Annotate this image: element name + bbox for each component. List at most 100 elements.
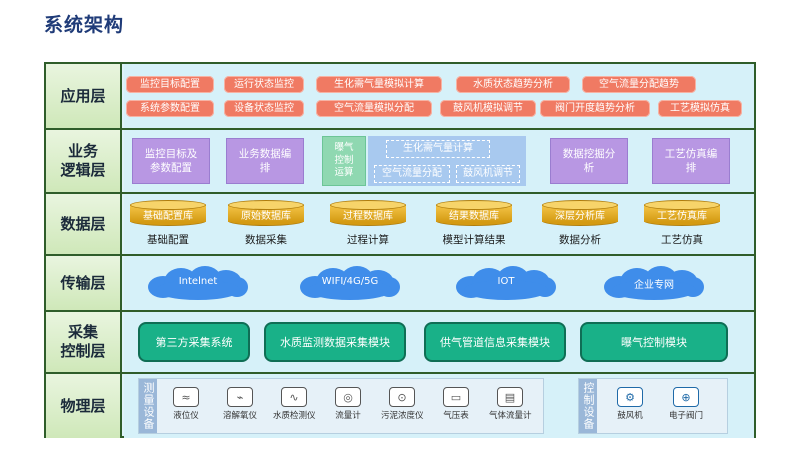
- network-cloud: IOT: [456, 266, 556, 300]
- database-name: 结果数据库: [449, 211, 499, 222]
- measure-panel: 测量设备 ≈液位仪 ⌁ 溶解氧仪 ∿ 水质检测仪 ◎ 流量计 ⊙污泥浓度仪 ▭ 气压表 ▤ 气体流量计: [138, 378, 544, 434]
- aeration-calc-group: 生化需气量计算 空气流量分配 鼓风机调节: [368, 136, 526, 186]
- network-label: 企业专网: [634, 280, 674, 291]
- app-item: 空气流量分配趋势: [582, 76, 696, 93]
- database-cylinder: 过程数据库: [330, 200, 406, 226]
- aeration-control-box: 曝气 控制 运算: [322, 136, 366, 186]
- airflow-allocation: 空气流量分配: [374, 165, 450, 183]
- database-caption: 数据采集: [245, 234, 287, 246]
- collect-content: 第三方采集系统 水质监测数据采集模块 供气管道信息采集模块 曝气控制模块: [124, 312, 754, 372]
- device-name: 电子阀门: [668, 411, 703, 421]
- app-content: 监控目标配置 运行状态监控 生化需气量模拟计算 水质状态趋势分析 空气流量分配趋…: [124, 64, 754, 128]
- app-item: 生化需气量模拟计算: [316, 76, 442, 93]
- app-item: 运行状态监控: [224, 76, 304, 93]
- layer-logic: 业务 逻辑层 监控目标及 参数配置 业务数据编 排 曝气 控制 运算 生化需气量…: [46, 130, 754, 192]
- measure-device: ◎ 流量计: [327, 387, 369, 421]
- logic-config-box: 监控目标及 参数配置: [132, 138, 210, 184]
- network-cloud: 企业专网: [604, 266, 704, 300]
- process-simulation-box: 工艺仿真编 排: [652, 138, 730, 184]
- measure-device: ⌁ 溶解氧仪: [219, 387, 261, 421]
- database-caption: 模型计算结果: [442, 234, 506, 246]
- network-cloud: Intelnet: [148, 266, 248, 300]
- network-label: IOT: [497, 276, 515, 287]
- measure-device: ⊙污泥浓度仪: [381, 387, 424, 421]
- device-icon: ▭: [443, 387, 469, 407]
- module-aeration-control: 曝气控制模块: [580, 322, 728, 362]
- app-item: 空气流量模拟分配: [316, 100, 432, 117]
- page-title: 系统架构: [44, 14, 125, 36]
- layer-app: 应用层 监控目标配置 运行状态监控 生化需气量模拟计算 水质状态趋势分析 空气流…: [46, 64, 754, 128]
- device-name: 溶解氧仪: [222, 411, 257, 421]
- device-name: 液位仪: [173, 411, 199, 421]
- device-name: 水质检测仪: [273, 411, 316, 421]
- measure-device: ▤ 气体流量计: [489, 387, 532, 421]
- app-item: 监控目标配置: [126, 76, 214, 93]
- blower-adjustment: 鼓风机调节: [456, 165, 520, 183]
- separator: [46, 310, 754, 312]
- device-icon: ⊙: [389, 387, 415, 407]
- database-caption: 数据分析: [559, 234, 601, 246]
- logic-content: 监控目标及 参数配置 业务数据编 排 曝气 控制 运算 生化需气量计算 空气流量…: [124, 130, 754, 192]
- separator: [46, 128, 754, 130]
- architecture-frame: 应用层 监控目标配置 运行状态监控 生化需气量模拟计算 水质状态趋势分析 空气流…: [44, 62, 756, 438]
- app-item: 阀门开度趋势分析: [540, 100, 650, 117]
- data-content: 基础配置库基础配置 原始数据库数据采集 过程数据库过程计算 结果数据库模型计算结果 深层…: [124, 194, 754, 254]
- database-caption: 基础配置: [147, 234, 189, 246]
- oxygen-demand-calc: 生化需气量计算: [386, 140, 490, 158]
- device-icon: ∿: [281, 387, 307, 407]
- module-water-quality: 水质监测数据采集模块: [264, 322, 406, 362]
- app-item: 系统参数配置: [126, 100, 214, 117]
- device-icon: ⊕: [673, 387, 699, 407]
- database-name: 深层分析库: [555, 211, 605, 222]
- device-icon: ⌁: [227, 387, 253, 407]
- network-label: Intelnet: [178, 276, 218, 287]
- separator: [46, 254, 754, 256]
- device-icon: ▤: [497, 387, 523, 407]
- logic-orchestration-box: 业务数据编 排: [226, 138, 304, 184]
- database-caption: 过程计算: [347, 234, 389, 246]
- device-name: 气体流量计: [489, 411, 532, 421]
- separator: [46, 372, 754, 374]
- device-icon: ⚙: [617, 387, 643, 407]
- layer-label-transport: 传输层: [46, 256, 122, 310]
- measure-device: ≈液位仪: [165, 387, 207, 421]
- app-item: 鼓风机模拟调节: [440, 100, 536, 117]
- database-cylinder: 结果数据库: [436, 200, 512, 226]
- measure-device: ▭ 气压表: [435, 387, 477, 421]
- control-panel: 控制设备 ⚙ 鼓风机 ⊕ 电子阀门: [578, 378, 728, 434]
- measure-devices-tag: 测量设备: [139, 379, 157, 433]
- layer-label-collect: 采集 控制层: [46, 312, 122, 372]
- app-item: 水质状态趋势分析: [456, 76, 570, 93]
- control-device: ⊕ 电子阀门: [665, 387, 707, 421]
- database-cylinder: 深层分析库: [542, 200, 618, 226]
- database-name: 原始数据库: [241, 211, 291, 222]
- layer-data: 数据层 基础配置库基础配置 原始数据库数据采集 过程数据库过程计算 结果数据库模型计算…: [46, 194, 754, 254]
- app-item: 设备状态监控: [224, 100, 304, 117]
- device-name: 鼓风机: [617, 411, 643, 421]
- device-icon: ◎: [335, 387, 361, 407]
- physical-content: 测量设备 ≈液位仪 ⌁ 溶解氧仪 ∿ 水质检测仪 ◎ 流量计 ⊙污泥浓度仪 ▭ 气压表 ▤ 气体流量计…: [124, 374, 754, 438]
- layer-collect: 采集 控制层 第三方采集系统 水质监测数据采集模块 供气管道信息采集模块 曝气控…: [46, 312, 754, 372]
- network-label: WIFI/4G/5G: [321, 276, 379, 287]
- measure-device: ∿ 水质检测仪: [273, 387, 316, 421]
- module-third-party: 第三方采集系统: [138, 322, 250, 362]
- layer-label-app: 应用层: [46, 64, 122, 128]
- control-device: ⚙ 鼓风机: [609, 387, 651, 421]
- layer-transport: 传输层 Intelnet WIFI/4G/5G IOT 企业专网: [46, 256, 754, 310]
- database-caption: 工艺仿真: [661, 234, 703, 246]
- data-mining-box: 数据挖掘分 析: [550, 138, 628, 184]
- database-cylinder: 原始数据库: [228, 200, 304, 226]
- database-name: 过程数据库: [343, 211, 393, 222]
- database-cylinder: 基础配置库: [130, 200, 206, 226]
- layer-label-data: 数据层: [46, 194, 122, 254]
- layer-physical: 物理层 测量设备 ≈液位仪 ⌁ 溶解氧仪 ∿ 水质检测仪 ◎ 流量计 ⊙污泥浓度仪 ▭ 气压表 ▤ 气…: [46, 374, 754, 438]
- database-name: 基础配置库: [143, 211, 193, 222]
- database-cylinder: 工艺仿真库: [644, 200, 720, 226]
- device-name: 流量计: [335, 411, 361, 421]
- transport-content: Intelnet WIFI/4G/5G IOT 企业专网: [124, 256, 754, 310]
- layer-label-logic: 业务 逻辑层: [46, 130, 122, 192]
- control-devices-tag: 控制设备: [579, 379, 597, 433]
- device-name: 气压表: [443, 411, 469, 421]
- layer-label-physical: 物理层: [46, 374, 122, 438]
- separator: [46, 192, 754, 194]
